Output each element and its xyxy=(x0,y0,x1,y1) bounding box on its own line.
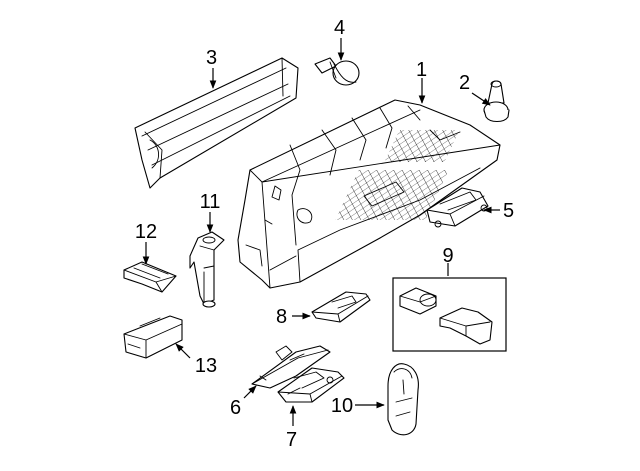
part-8-bracket xyxy=(311,291,371,323)
callout-6: 6 xyxy=(230,397,241,419)
part-12-clip xyxy=(123,261,177,293)
part-13-module xyxy=(123,315,183,359)
callout-2: 2 xyxy=(459,72,470,94)
leader-lines xyxy=(142,38,500,426)
part-1-glove-box xyxy=(237,99,501,289)
callouts: 1 2 3 4 5 6 7 8 9 10 11 12 13 xyxy=(135,17,514,451)
part-10-remote-key xyxy=(387,363,419,436)
callout-3: 3 xyxy=(206,47,217,69)
callout-9: 9 xyxy=(442,245,453,267)
part-9-frame xyxy=(392,277,507,352)
callout-10: 10 xyxy=(331,395,353,417)
callout-13: 13 xyxy=(195,355,217,377)
part-2-bumper xyxy=(483,80,510,123)
part-11-damper xyxy=(189,231,225,308)
callout-4: 4 xyxy=(334,17,345,39)
callout-8: 8 xyxy=(276,306,287,328)
callout-1: 1 xyxy=(416,59,427,81)
part-6-slim-bracket xyxy=(251,345,331,389)
callout-12: 12 xyxy=(135,221,157,243)
part-9-lock-kit xyxy=(392,277,507,352)
part-3-panel xyxy=(134,57,299,189)
part-4-knob xyxy=(314,57,360,86)
callout-11: 11 xyxy=(200,191,221,213)
callout-7: 7 xyxy=(286,429,297,451)
callout-5: 5 xyxy=(503,200,514,222)
part-7-latch-housing xyxy=(277,367,345,403)
